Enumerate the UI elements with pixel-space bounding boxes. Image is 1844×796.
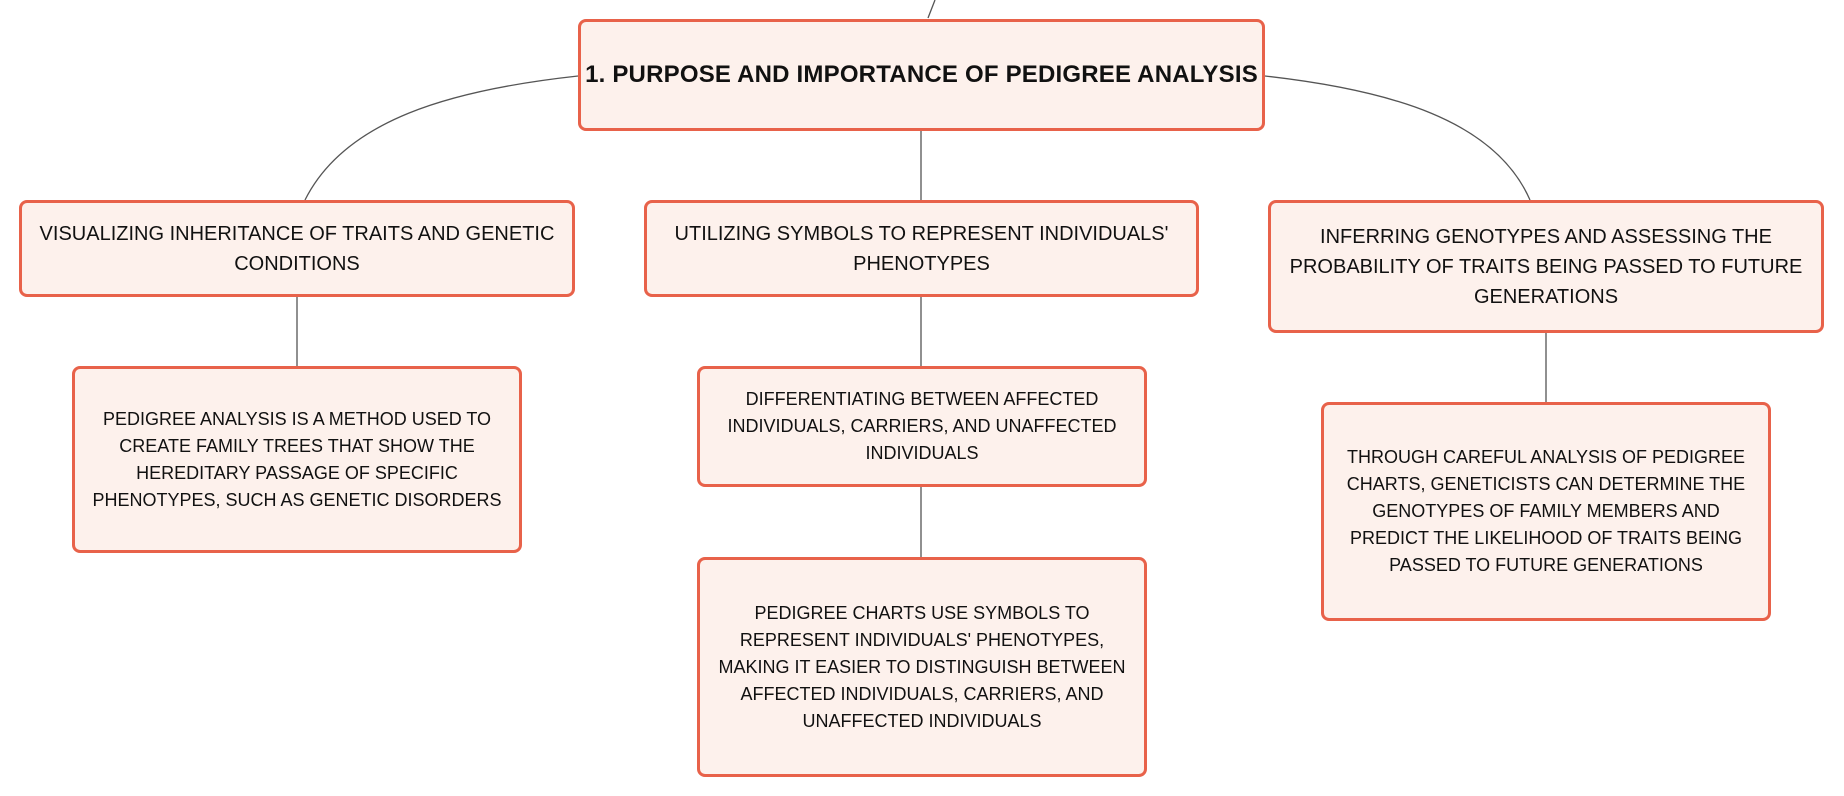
detail-node-genotype-prediction[interactable]: Through careful analysis of pedigree cha… <box>1321 402 1771 621</box>
detail-node-label: Differentiating between affected individ… <box>727 389 1117 463</box>
detail-node-pedigree-analysis-method[interactable]: Pedigree analysis is a method used to cr… <box>72 366 522 553</box>
branch-node-label: Inferring genotypes and assessing the pr… <box>1289 225 1803 308</box>
detail-node-differentiating-individuals[interactable]: Differentiating between affected individ… <box>697 366 1147 487</box>
connector-root-to-branch-3 <box>1264 75 1531 201</box>
detail-node-pedigree-chart-symbols[interactable]: Pedigree charts use symbols to represent… <box>697 557 1147 777</box>
detail-node-label: Pedigree charts use symbols to represent… <box>718 602 1126 731</box>
root-node-label: 1. Purpose and importance of pedigree an… <box>585 61 1258 88</box>
root-node[interactable]: 1. Purpose and importance of pedigree an… <box>578 19 1265 131</box>
connector-parent-to-root <box>927 0 936 19</box>
detail-node-label: Pedigree analysis is a method used to cr… <box>92 408 502 510</box>
branch-node-label: Visualizing inheritance of traits and ge… <box>39 222 555 275</box>
branch-node-visualizing-inheritance[interactable]: Visualizing inheritance of traits and ge… <box>19 200 575 297</box>
branch-node-label: Utilizing symbols to represent individua… <box>674 222 1169 275</box>
detail-node-label: Through careful analysis of pedigree cha… <box>1346 447 1746 575</box>
branch-node-utilizing-symbols[interactable]: Utilizing symbols to represent individua… <box>644 200 1199 297</box>
branch-node-inferring-genotypes[interactable]: Inferring genotypes and assessing the pr… <box>1268 200 1824 333</box>
connector-root-to-branch-1 <box>304 75 579 201</box>
